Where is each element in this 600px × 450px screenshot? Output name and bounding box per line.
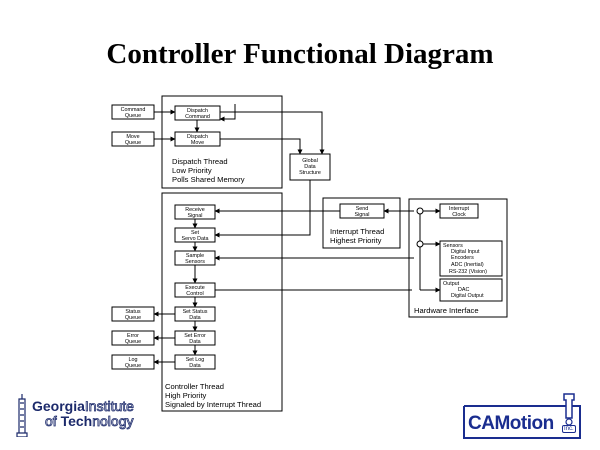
svg-text:Set Status: Set Status xyxy=(183,309,208,315)
svg-text:Queue: Queue xyxy=(125,363,141,369)
svg-text:Low Priority: Low Priority xyxy=(172,166,212,175)
send-signal-box: Send Signal xyxy=(339,203,385,219)
gt-institute: Institute xyxy=(84,398,135,414)
global-data-structure-box: Global Data Structure xyxy=(289,153,331,181)
svg-text:Highest Priority: Highest Priority xyxy=(330,236,382,245)
hardware-interface-label: Hardware Interface xyxy=(414,306,479,315)
svg-text:Output: Output xyxy=(443,281,460,287)
svg-text:Move: Move xyxy=(191,140,204,146)
svg-text:Signaled by Interrupt Thread: Signaled by Interrupt Thread xyxy=(165,400,261,409)
camotion-inc: Inc. xyxy=(562,425,576,433)
dispatch-move-box: Dispatch Move xyxy=(174,131,221,147)
svg-text:Interrupt Thread: Interrupt Thread xyxy=(330,227,384,236)
svg-text:Data: Data xyxy=(189,339,200,345)
dispatch-thread-frame xyxy=(161,95,283,189)
svg-text:Send: Send xyxy=(356,206,369,212)
svg-text:Interrupt: Interrupt xyxy=(449,206,470,212)
camotion-logo: CAMotion Inc. xyxy=(462,392,584,440)
svg-text:Queue: Queue xyxy=(125,113,141,119)
status-queue-box: Status Queue xyxy=(111,306,155,322)
execute-control-box: Execute Control xyxy=(174,282,216,298)
svg-text:Sensors: Sensors xyxy=(443,243,463,249)
page-title: Controller Functional Diagram xyxy=(106,38,494,70)
svg-text:Dispatch: Dispatch xyxy=(187,134,208,140)
bus-node-circle xyxy=(416,207,424,215)
svg-text:Structure: Structure xyxy=(299,170,321,176)
tech-tower-icon xyxy=(16,394,28,437)
error-queue-box: Error Queue xyxy=(111,330,155,346)
svg-text:Set: Set xyxy=(191,230,200,236)
svg-text:Receive: Receive xyxy=(185,207,204,213)
dispatch-thread-label: Dispatch Thread Low Priority Polls Share… xyxy=(172,157,245,184)
svg-text:Error: Error xyxy=(127,333,139,339)
georgia-tech-logo: GeorgiaInstitute of Technology xyxy=(14,393,164,438)
svg-text:Set Error: Set Error xyxy=(184,333,206,339)
set-servo-data-box: Set Servo Data xyxy=(174,227,216,243)
set-status-data-box: Set Status Data xyxy=(174,306,216,322)
svg-text:High Priority: High Priority xyxy=(165,391,207,400)
output-box: Output DAC Digital Output xyxy=(439,278,503,302)
camotion-frame-icon xyxy=(463,393,581,439)
svg-text:RS-232 (Vision): RS-232 (Vision) xyxy=(449,269,487,275)
svg-text:Queue: Queue xyxy=(125,140,141,146)
svg-text:Data: Data xyxy=(304,164,315,170)
interrupt-thread-frame xyxy=(322,197,401,249)
svg-text:Data: Data xyxy=(189,315,200,321)
svg-text:Encoders: Encoders xyxy=(451,255,474,261)
controller-thread-frame xyxy=(161,192,283,412)
svg-text:Sample: Sample xyxy=(186,253,204,259)
dispatch-command-box: Dispatch Command xyxy=(174,105,221,121)
svg-text:Signal: Signal xyxy=(188,213,203,219)
command-queue-box: Command Queue xyxy=(111,104,155,120)
svg-text:Command: Command xyxy=(185,114,210,120)
log-queue-box: Log Queue xyxy=(111,354,155,370)
svg-text:Polls Shared Memory: Polls Shared Memory xyxy=(172,175,245,184)
svg-text:Data: Data xyxy=(189,363,200,369)
svg-text:Control: Control xyxy=(186,291,203,297)
svg-text:Clock: Clock xyxy=(452,212,466,218)
svg-text:Signal: Signal xyxy=(355,212,370,218)
gt-of: of xyxy=(45,413,61,429)
receive-signal-box: Receive Signal xyxy=(174,204,216,220)
svg-text:Servo Data: Servo Data xyxy=(182,236,209,242)
svg-text:Digital Input: Digital Input xyxy=(451,249,480,255)
svg-text:Queue: Queue xyxy=(125,315,141,321)
bus-node-circle xyxy=(416,240,424,248)
svg-text:Status: Status xyxy=(125,309,141,315)
svg-text:Execute: Execute xyxy=(185,285,204,291)
svg-text:Dispatch: Dispatch xyxy=(187,108,208,114)
svg-text:Dispatch Thread: Dispatch Thread xyxy=(172,157,228,166)
svg-text:Global: Global xyxy=(302,158,318,164)
svg-text:Set Log: Set Log xyxy=(186,357,205,363)
sensors-box: Sensors Digital Input Encoders ADC (Iner… xyxy=(439,240,503,277)
interrupt-clock-box: Interrupt Clock xyxy=(439,203,479,219)
interrupt-thread-label: Interrupt Thread Highest Priority xyxy=(330,227,384,245)
gt-nology: nology xyxy=(92,413,134,429)
set-log-data-box: Set Log Data xyxy=(174,354,216,370)
svg-text:Command: Command xyxy=(121,107,146,113)
svg-text:ADC (Inertial): ADC (Inertial) xyxy=(451,262,484,268)
move-queue-box: Move Queue xyxy=(111,131,155,147)
controller-thread-label: Controller Thread High Priority Signaled… xyxy=(165,382,261,409)
set-error-data-box: Set Error Data xyxy=(174,330,216,346)
svg-text:Log: Log xyxy=(129,357,138,363)
camotion-wordmark: CAMotion xyxy=(468,413,554,434)
svg-text:Controller Thread: Controller Thread xyxy=(165,382,224,391)
svg-text:Move: Move xyxy=(126,134,139,140)
gt-georgia: Georgia xyxy=(32,398,85,414)
svg-text:Queue: Queue xyxy=(125,339,141,345)
svg-text:DAC: DAC xyxy=(458,287,469,293)
svg-text:Sensors: Sensors xyxy=(185,259,205,265)
gt-tech: Tech xyxy=(60,413,93,429)
svg-text:Digital Output: Digital Output xyxy=(451,293,484,299)
sample-sensors-box: Sample Sensors xyxy=(174,250,216,266)
